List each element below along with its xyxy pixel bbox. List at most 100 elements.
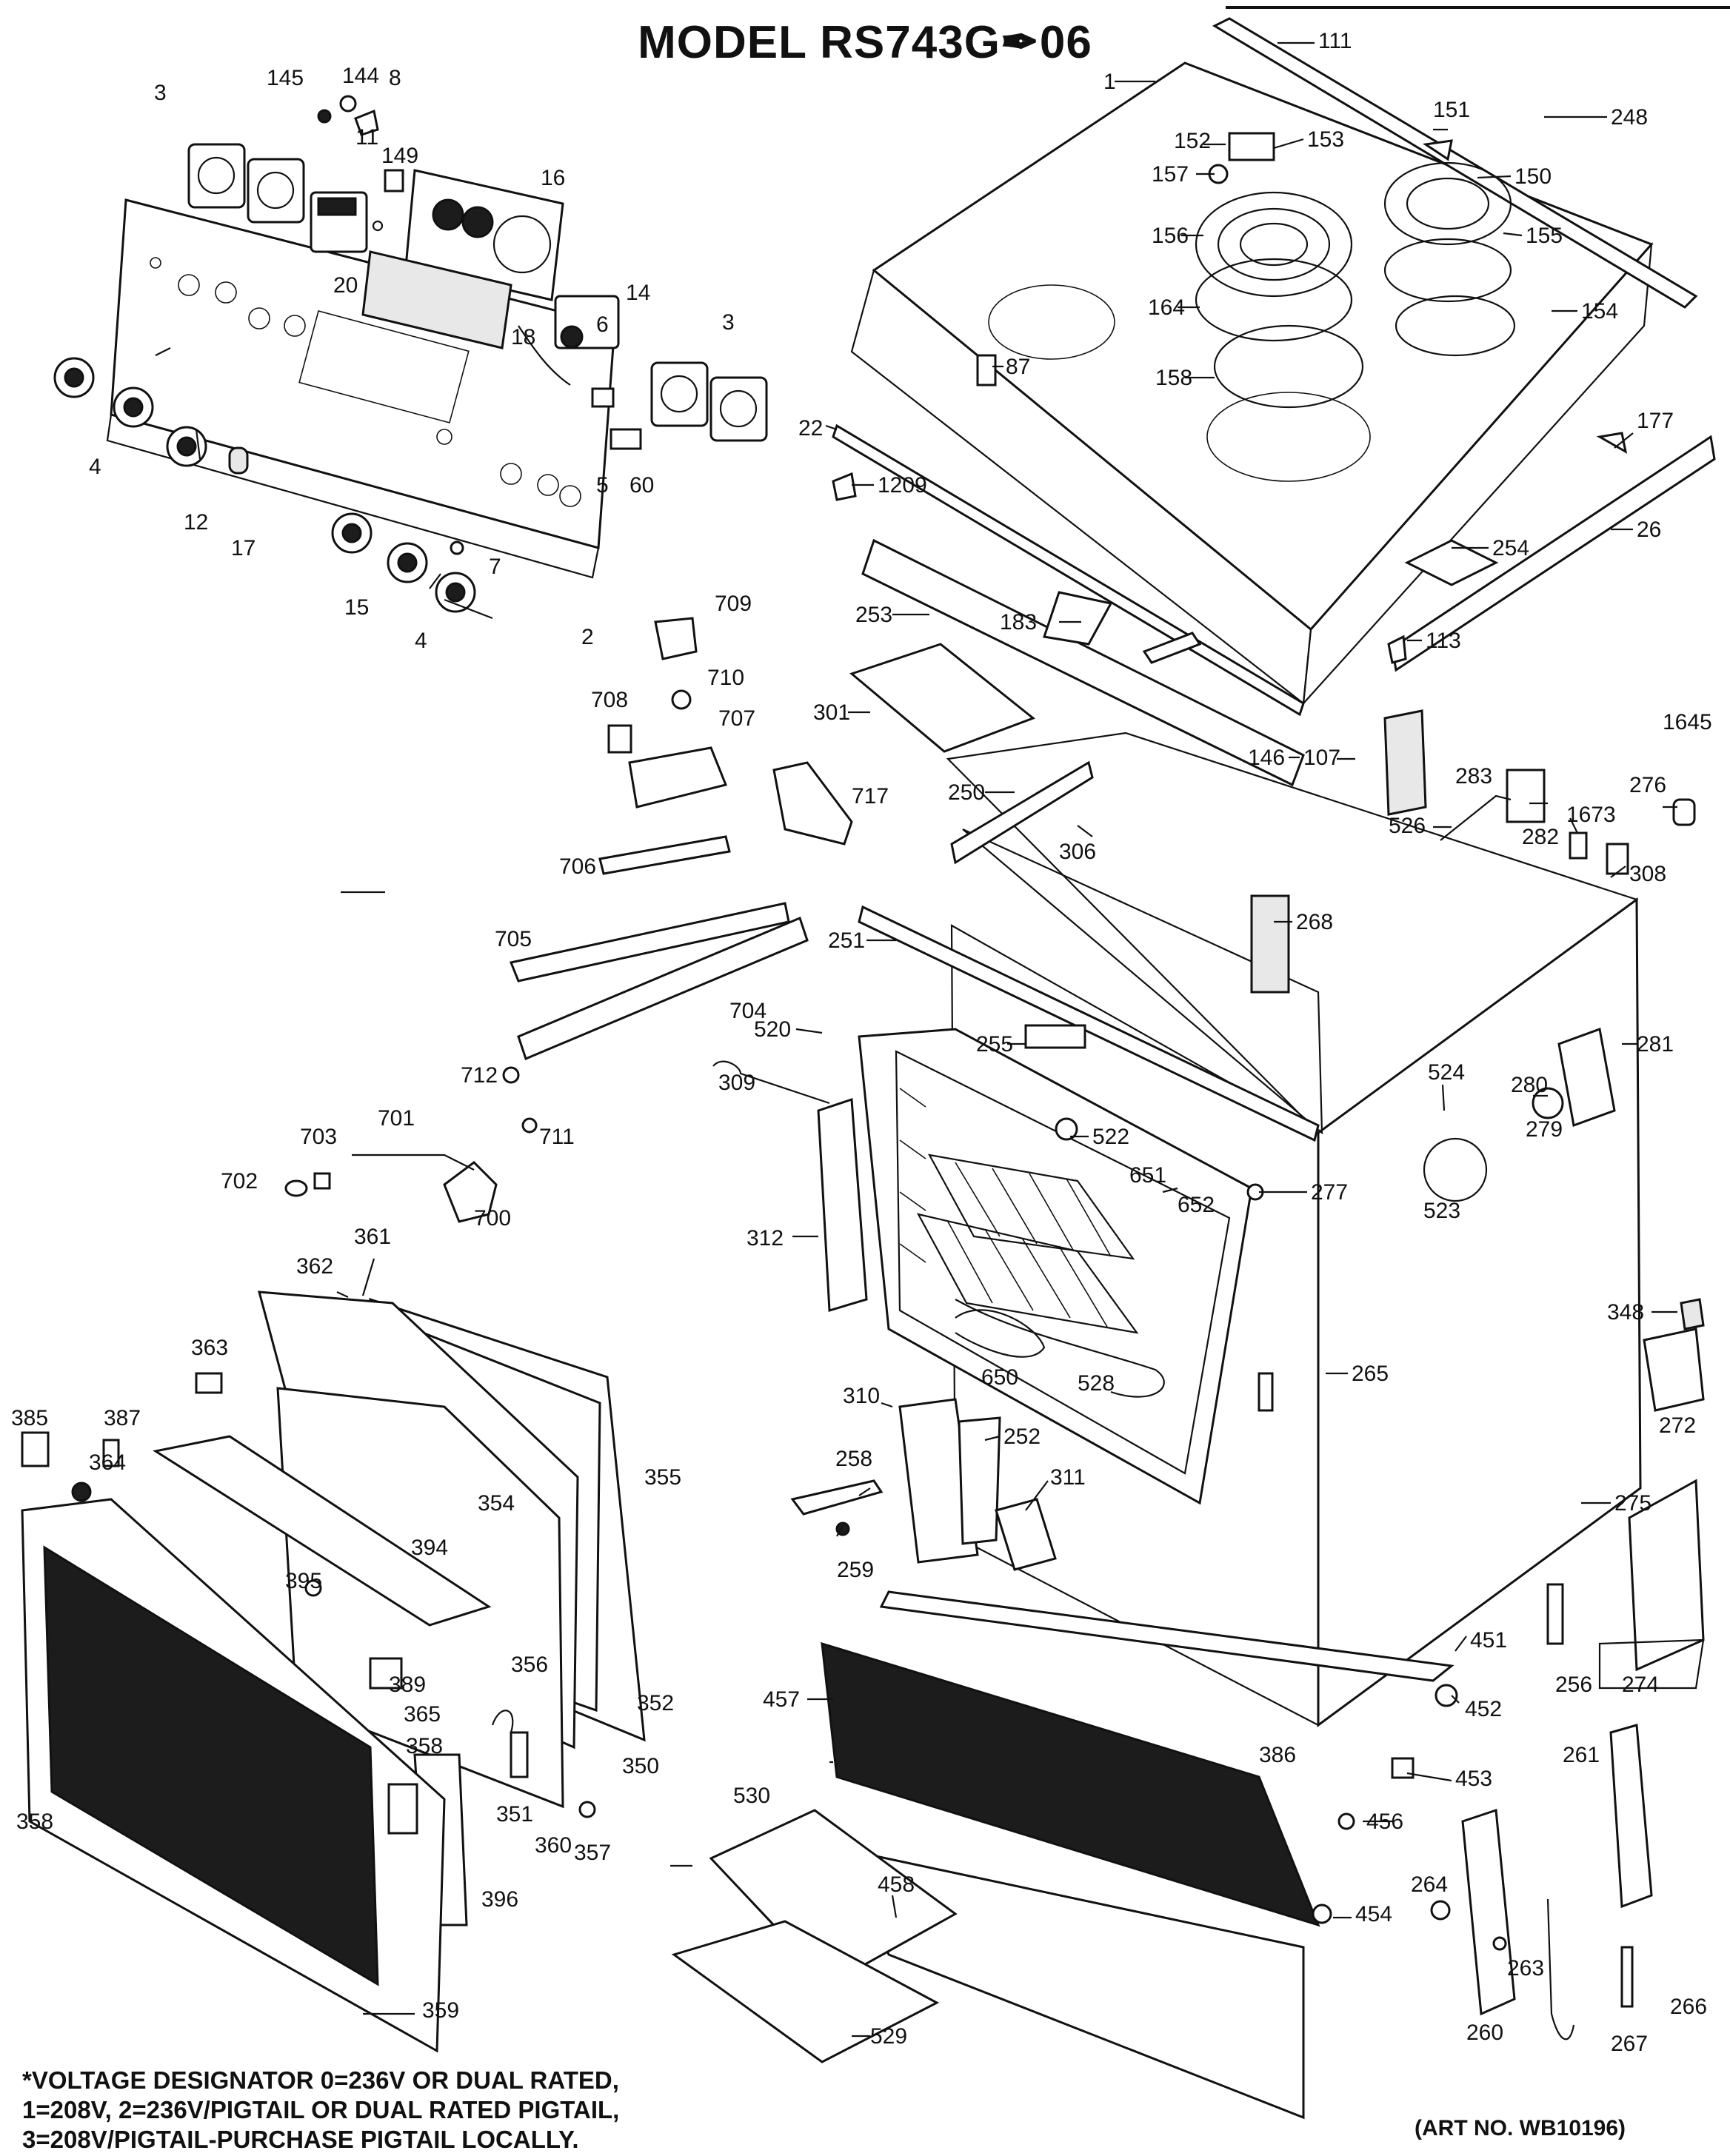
cooktop-group — [832, 17, 1716, 816]
range-body-group — [817, 538, 1705, 1727]
drawer-trim — [879, 1590, 1455, 1682]
part-label-709: 709 — [715, 592, 752, 616]
label — [1569, 831, 1588, 860]
drawer-rail — [958, 1416, 1001, 1545]
clip — [1596, 432, 1628, 454]
part-label-1: 1 — [1103, 70, 1116, 94]
part-label-17: 17 — [231, 536, 256, 560]
part-label-309: 309 — [718, 1071, 755, 1095]
part-label-362: 362 — [296, 1254, 333, 1279]
part-label-12: 12 — [184, 510, 208, 535]
part-label-4-right: 4 — [415, 629, 427, 653]
part-label-281: 281 — [1637, 1032, 1674, 1057]
footnote-line-1: *VOLTAGE DESIGNATOR 0=236V OR DUAL RATED… — [22, 2066, 619, 2094]
screw — [1337, 1812, 1355, 1830]
control-panel-group — [53, 95, 768, 613]
bracket — [976, 354, 997, 386]
part-label-361: 361 — [354, 1225, 391, 1249]
part-label-520: 520 — [754, 1017, 791, 1042]
bracket — [1606, 843, 1629, 875]
part-label-529: 529 — [870, 2024, 907, 2049]
trim-ring-small — [1383, 238, 1512, 303]
part-label-312: 312 — [747, 1226, 784, 1251]
part-label-1673: 1673 — [1566, 803, 1616, 827]
drawer-slide — [790, 1479, 884, 1516]
knob-clip — [450, 540, 464, 555]
part-label-111: 111 — [1318, 29, 1352, 53]
voltage-footnote: *VOLTAGE DESIGNATOR 0=236V OR DUAL RATED… — [22, 2066, 619, 2155]
hinge — [1461, 1808, 1516, 2016]
infinite-switch — [650, 361, 709, 427]
screw — [317, 109, 332, 124]
lock-lever — [352, 1154, 475, 1171]
nut — [339, 95, 357, 113]
part-label-396: 396 — [481, 1887, 518, 1912]
part-label-177: 177 — [1637, 409, 1674, 433]
part-label-706: 706 — [559, 854, 596, 879]
part-label-701: 701 — [378, 1106, 415, 1131]
part-label-155: 155 — [1526, 224, 1563, 248]
part-label-272: 272 — [1659, 1413, 1696, 1438]
part-label-4-left: 4 — [89, 455, 101, 479]
part-label-280: 280 — [1511, 1073, 1548, 1097]
part-label-358-right: 358 — [406, 1734, 443, 1758]
part-label-146: 146 — [1248, 746, 1285, 770]
part-label-253: 253 — [855, 603, 892, 627]
light-bracket — [384, 169, 404, 192]
drawer-roller — [1435, 1684, 1458, 1707]
part-label-260: 260 — [1466, 2021, 1503, 2045]
part-label-5: 5 — [596, 473, 609, 498]
door-glass-frame — [153, 1435, 492, 1627]
door-catch — [21, 1431, 50, 1467]
part-label-282: 282 — [1522, 825, 1559, 849]
lock-arm — [517, 916, 809, 1061]
part-label-3-left: 3 — [154, 81, 167, 105]
hinge-washer — [1430, 1900, 1451, 1921]
door-stop — [195, 1372, 223, 1394]
part-label-1645: 1645 — [1663, 710, 1712, 734]
part-label-164: 164 — [1148, 295, 1185, 320]
part-label-283: 283 — [1455, 764, 1492, 789]
part-label-363: 363 — [191, 1336, 228, 1360]
part-label-394: 394 — [411, 1536, 448, 1560]
part-label-651: 651 — [1129, 1163, 1166, 1188]
drawer-panel — [821, 1641, 1320, 1927]
knob-insert — [228, 446, 249, 475]
part-label-14: 14 — [626, 281, 650, 305]
grommet — [671, 689, 692, 710]
hinge-link — [1620, 1946, 1634, 2008]
oven-door-group — [21, 1258, 646, 2053]
bracket — [628, 746, 728, 808]
indicator-light — [354, 109, 379, 136]
part-label-256: 256 — [1555, 1673, 1592, 1697]
part-label-183: 183 — [1000, 610, 1037, 635]
part-label-158: 158 — [1155, 366, 1192, 390]
part-label-6: 6 — [596, 312, 609, 337]
vent-tube — [1250, 894, 1290, 994]
footnote-line-2: 1=208V, 2=236V/PIGTAIL OR DUAL RATED PIG… — [22, 2096, 620, 2123]
terminal-block — [609, 428, 642, 450]
part-label-356: 356 — [511, 1653, 548, 1677]
infinite-switch — [247, 158, 305, 224]
rear-cap — [1383, 709, 1427, 816]
side-panel — [817, 1097, 868, 1312]
switch-bracket — [591, 387, 615, 408]
part-label-704: 704 — [729, 999, 767, 1023]
part-label-8: 8 — [389, 66, 401, 90]
clock-lens — [361, 250, 512, 349]
leveling-cap — [1680, 1298, 1705, 1330]
drip-pan — [1213, 324, 1364, 409]
oven-rack — [916, 1213, 1139, 1334]
door-screw — [578, 1801, 596, 1818]
part-label-310: 310 — [843, 1384, 880, 1408]
cam — [313, 1172, 331, 1190]
side-rail — [950, 760, 1094, 865]
surface-unit-6in — [1383, 161, 1512, 246]
door-latch — [369, 1657, 403, 1690]
part-label-266: 266 — [1670, 1995, 1707, 2019]
part-label-351: 351 — [496, 1802, 533, 1827]
vent-duct — [1404, 539, 1499, 586]
part-label-7: 7 — [489, 555, 501, 579]
part-label-365: 365 — [404, 1702, 441, 1727]
part-label-524: 524 — [1428, 1060, 1465, 1085]
